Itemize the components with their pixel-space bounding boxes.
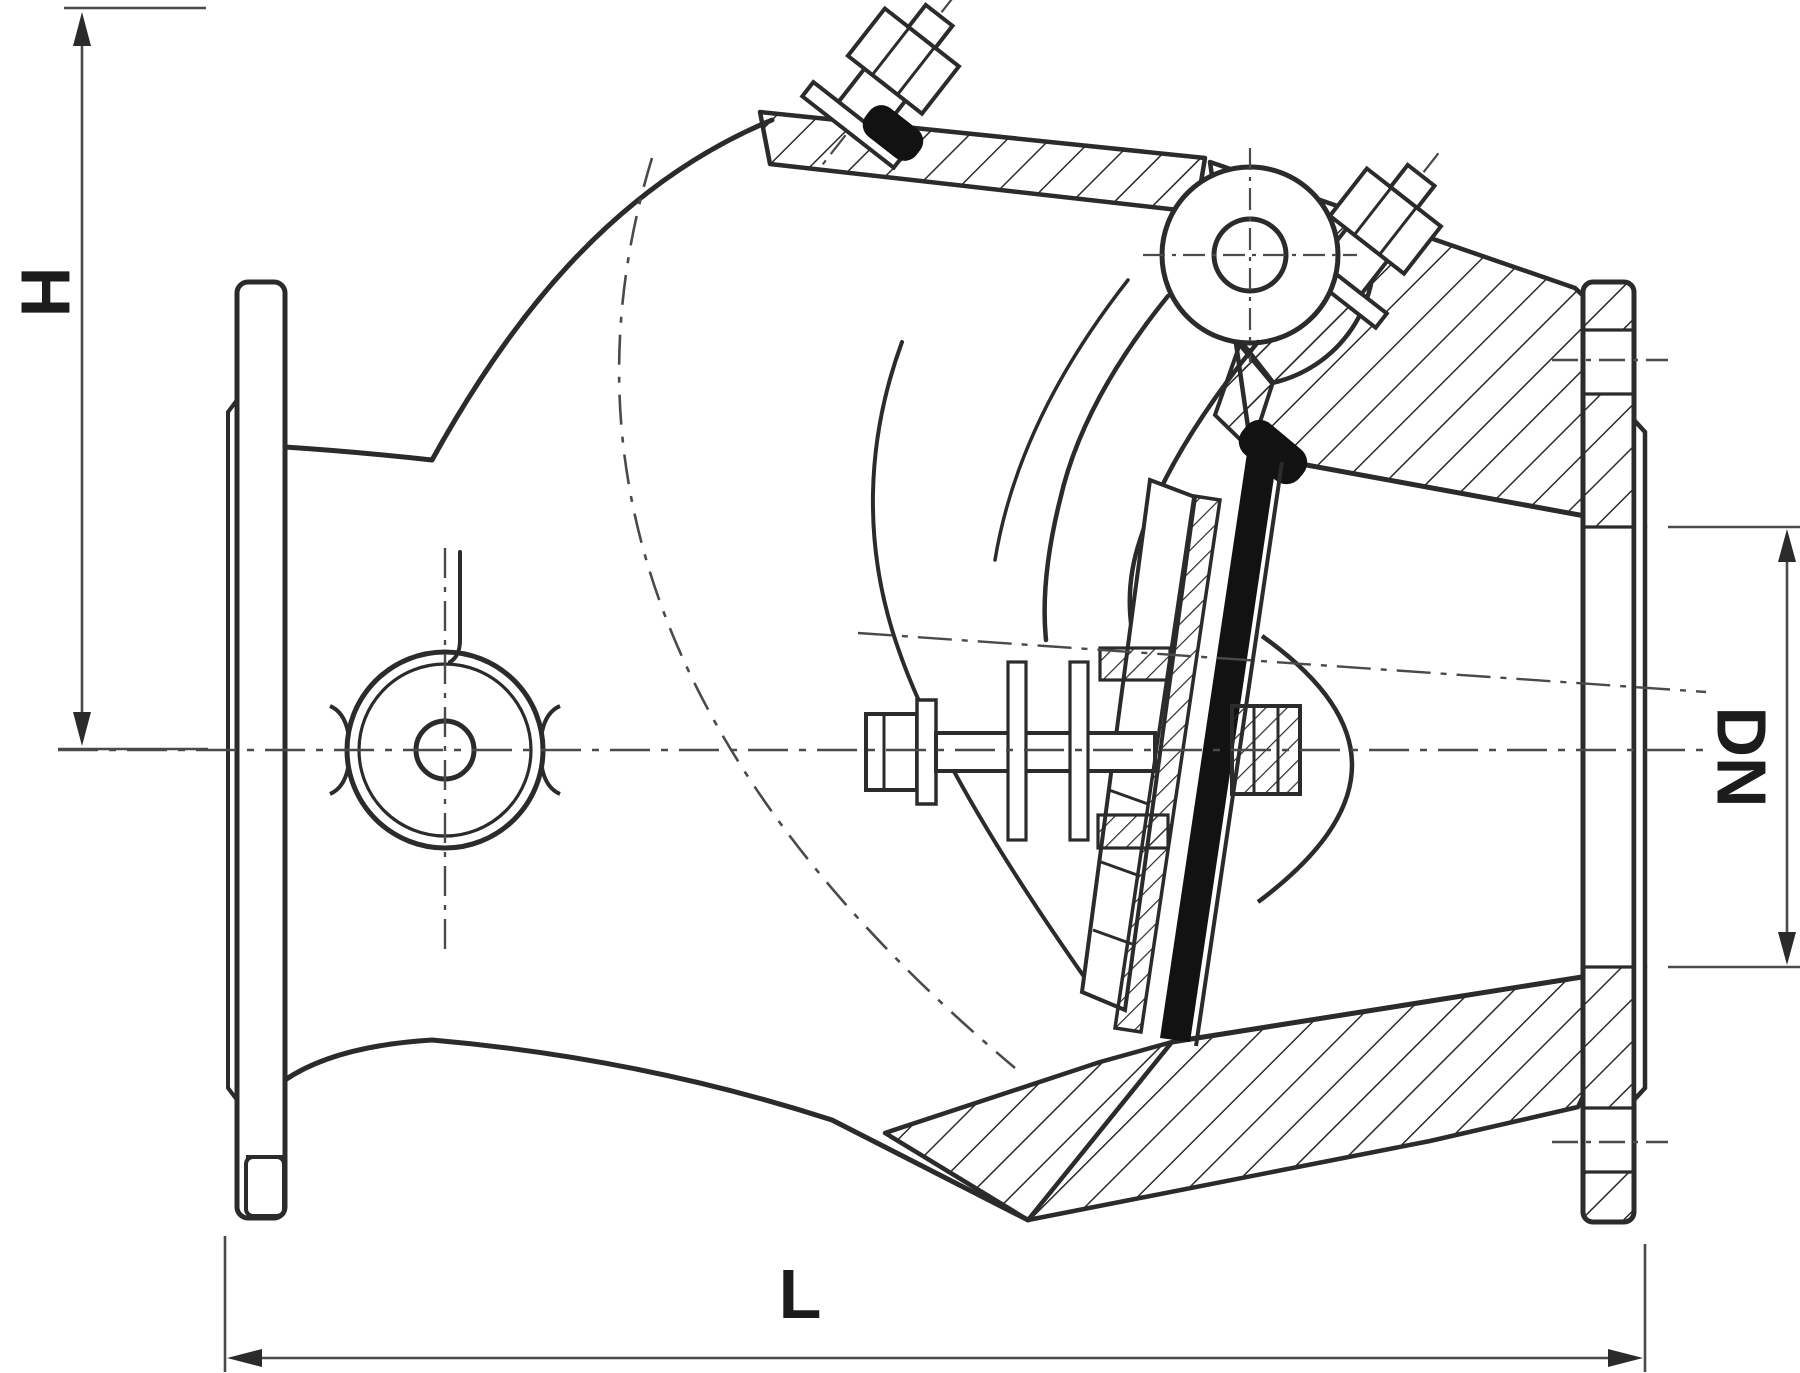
dimension-label-l: L xyxy=(779,1255,822,1333)
disc-axis-centerline xyxy=(857,631,1707,694)
l-arrow-right xyxy=(1608,1349,1643,1367)
body-rib xyxy=(448,550,462,664)
outlet-flange-hatch-4 xyxy=(1585,1172,1632,1220)
cover-gasket-right xyxy=(1238,419,1308,485)
outlet-flange-hatch-3 xyxy=(1585,967,1632,1108)
dimension-h xyxy=(58,6,208,751)
valve-body xyxy=(282,117,1094,1223)
disc-swing-arc xyxy=(617,157,1016,1069)
disc-bolt-shaft xyxy=(934,731,1157,773)
h-arrow-down xyxy=(73,712,91,746)
disc-plate xyxy=(1113,494,1222,1034)
disc-bolt-washer xyxy=(915,698,938,806)
dimension-dn xyxy=(1668,525,1800,969)
outlet-bottom-wall xyxy=(882,964,1648,1223)
dimension-l xyxy=(223,1236,1647,1372)
dimension-label-dn: DN xyxy=(1703,706,1781,807)
cover-band xyxy=(757,109,1208,215)
dn-arrow-up xyxy=(1778,529,1796,562)
disc-bolt-head xyxy=(864,712,919,792)
dn-arrow-down xyxy=(1778,932,1796,965)
outlet-flange-hatch-1 xyxy=(1585,284,1632,330)
inlet-flange-foot xyxy=(244,1155,286,1218)
hinge-pin-boss xyxy=(1143,148,1357,362)
h-arrow-up xyxy=(73,12,91,46)
outlet-raised-face xyxy=(1631,414,1648,1106)
l-arrow-left xyxy=(227,1349,262,1367)
bolt-stud-tip xyxy=(905,2,956,51)
dimension-label-h: H xyxy=(7,267,85,318)
bolt-stud-tip xyxy=(1387,162,1438,211)
outlet-v-edge xyxy=(1026,1040,1174,1222)
disc-hub-bulge xyxy=(1256,634,1355,904)
body-dome-outline xyxy=(282,117,775,463)
centerlines xyxy=(58,157,1710,1069)
rubber-seal xyxy=(1160,453,1277,1042)
body-inner-wall xyxy=(871,340,1094,990)
body-bottom-outline xyxy=(282,1037,1031,1223)
outlet-flange xyxy=(1552,279,1668,1225)
outlet-bore-bottom xyxy=(1171,964,1646,1045)
outlet-flange-hatch-2 xyxy=(1585,394,1632,527)
cover-gasket-left xyxy=(862,105,924,161)
outlet-bore-top xyxy=(1251,452,1646,530)
